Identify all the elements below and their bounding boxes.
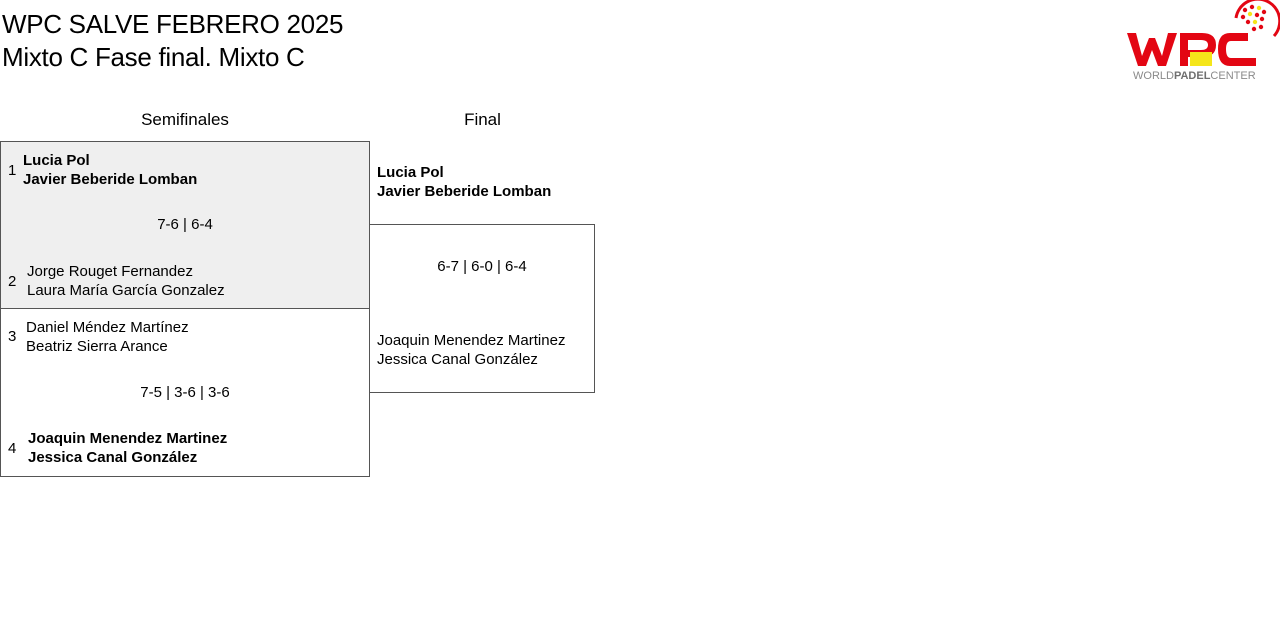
- player-name: Lucia Pol: [23, 152, 90, 169]
- team-bottom-winner[interactable]: Joaquin Menendez Martinez Jessica Canal …: [28, 429, 227, 467]
- player-name: Joaquin Menendez Martinez: [28, 430, 228, 447]
- player-name: Beatriz Sierra Arance: [26, 338, 168, 355]
- semifinal-1-match[interactable]: 1 Lucia Pol Javier Beberide Lomban 7-6 |…: [0, 141, 370, 309]
- round-title-semifinals: Semifinales: [141, 110, 229, 129]
- semifinal-2-match[interactable]: 3 Daniel Méndez Martínez Beatriz Sierra …: [0, 308, 370, 477]
- player-name: Jessica Canal González: [28, 449, 198, 466]
- seed-number: 4: [8, 440, 17, 457]
- logo-text-world: WORLD: [1133, 70, 1174, 82]
- category-phase: Mixto C Fase final. Mixto C: [2, 42, 305, 72]
- match-score: 6-7 | 6-0 | 6-4: [437, 258, 527, 275]
- svg-text:WORLDPADELCENTER: WORLDPADELCENTER: [1133, 70, 1256, 82]
- seed-number: 2: [8, 273, 17, 290]
- player-name: Jessica Canal González: [377, 351, 538, 368]
- seed-number: 3: [8, 328, 17, 345]
- page-title: WPC SALVE FEBRERO 2025 Mixto C Fase fina…: [2, 8, 343, 74]
- team-bottom[interactable]: Jorge Rouget Fernandez Laura María Garcí…: [27, 262, 225, 300]
- player-name: Lucia Pol: [377, 164, 444, 181]
- round-title-final: Final: [464, 110, 501, 129]
- final-match[interactable]: 6-7 | 6-0 | 6-4 Joaquin Menendez Martine…: [369, 224, 595, 393]
- logo-letter-c: [1218, 33, 1256, 66]
- team-top[interactable]: Daniel Méndez Martínez Beatriz Sierra Ar…: [26, 318, 189, 356]
- player-name: Jorge Rouget Fernandez: [27, 263, 193, 280]
- final-team-top-winner[interactable]: Lucia Pol Javier Beberide Lomban: [377, 163, 551, 201]
- final-team-bottom[interactable]: Joaquin Menendez Martinez Jessica Canal …: [377, 331, 565, 369]
- logo-letter-p: [1180, 33, 1216, 66]
- player-name: Daniel Méndez Martínez: [26, 319, 189, 336]
- tournament-name: WPC SALVE FEBRERO 2025: [2, 9, 344, 39]
- logo-letter-w: [1127, 33, 1177, 66]
- logo-text-padel: PADEL: [1174, 70, 1211, 82]
- match-score: 7-6 | 6-4: [157, 216, 213, 233]
- wpc-logo: WORLDPADELCENTER: [1127, 0, 1280, 82]
- player-name: Javier Beberide Lomban: [377, 183, 552, 200]
- match-score: 7-5 | 3-6 | 3-6: [140, 384, 230, 401]
- padel-ball-icon: [1234, 0, 1280, 38]
- team-top-winner[interactable]: Lucia Pol Javier Beberide Lomban: [23, 151, 197, 189]
- seed-number: 1: [8, 162, 17, 179]
- player-name: Joaquin Menendez Martinez: [377, 332, 566, 349]
- logo-text-center: CENTER: [1210, 70, 1255, 82]
- player-name: Javier Beberide Lomban: [23, 171, 198, 188]
- player-name: Laura María García Gonzalez: [27, 282, 225, 299]
